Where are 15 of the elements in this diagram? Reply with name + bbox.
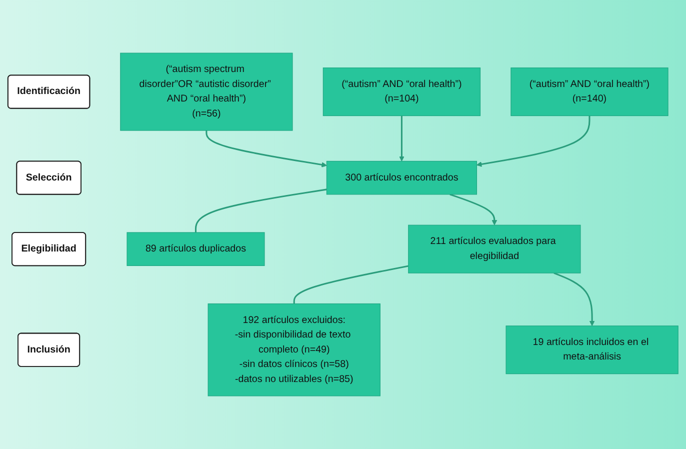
arrow	[399, 116, 404, 162]
arrow	[476, 116, 590, 167]
connector	[293, 265, 409, 304]
arrow	[554, 272, 595, 326]
arrow	[450, 194, 498, 226]
node-box: (“autism” AND “oral health”) (n=140)	[510, 68, 668, 116]
node-box: (“autism spectrum disorder”OR “autistic disorder” AND “oral health”) (n=56)	[120, 52, 293, 131]
node-box: 19 artículos incluidos en el meta-análisis	[506, 326, 678, 374]
node-box: (“autism” AND “oral health”) (n=104)	[322, 68, 481, 116]
node-box: 211 artículos evaluados para elegibilidad	[408, 224, 581, 274]
node-box: 89 artículos duplicados	[126, 232, 265, 266]
node-box: 192 artículos excluidos: -sin disponibilidad de texto completo (n=49) -sin datos clínicos (n=58) -datos no utilizables (n=85)	[208, 303, 380, 396]
arrow	[206, 130, 327, 168]
node-box: 300 artículos encontrados	[326, 160, 478, 195]
connector	[194, 188, 327, 232]
